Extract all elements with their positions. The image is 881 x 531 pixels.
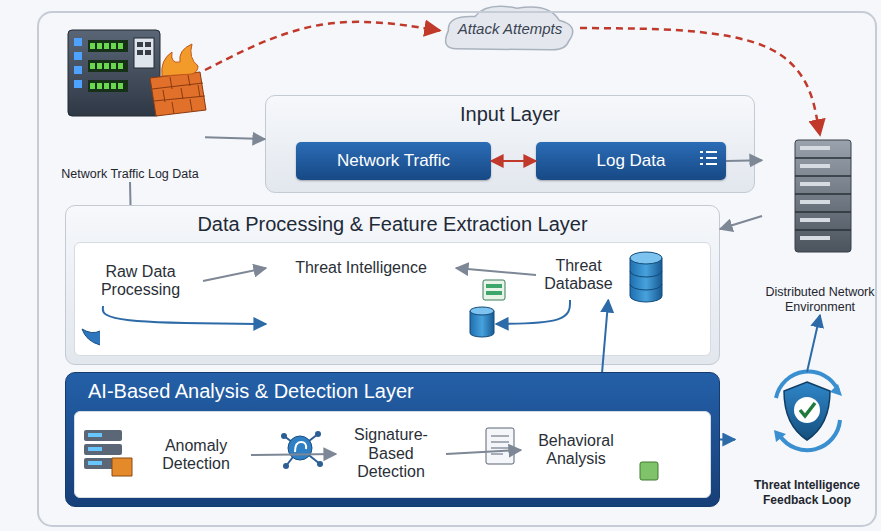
process-box: Network Traffic [296,142,491,180]
connector-arrow [720,216,762,229]
network-rack-icon [68,30,160,116]
database-icon [630,252,662,302]
shield-icon [774,371,842,450]
process-label: Raw Data Processing [78,256,203,306]
server-stack-icon [795,140,851,252]
node-text: Data Processing & Feature Extraction Lay… [66,206,719,236]
small-database-icon [470,307,494,337]
node-text: Input Layer [266,96,754,126]
process-box: Log Data [536,142,726,180]
connector-arrow [491,160,536,162]
node-text: Anomaly Detection [141,437,251,474]
connector-arrow [205,22,440,70]
node-text: Signature-Based Detection [336,426,446,481]
node-text: Log Data [597,151,666,171]
node-text: Threat Intelligence Feedback Loop [735,478,879,507]
node-text: AI-Based Analysis & Detection Layer [66,373,719,403]
detection-step: Anomaly Detection [141,433,251,477]
node-text: Raw Data Processing [78,263,203,300]
node-text: Behavioral Analysis [521,432,631,469]
outer-frame [38,12,876,526]
connector-arrow [807,315,820,372]
document-icon [483,280,505,300]
layer-band: AI-Based Analysis & Detection LayerAnoma… [65,372,720,507]
layer-band: Input LayerNetwork Traffic Log Data [265,95,755,193]
connector-arrow [129,182,132,205]
connector-arrow [720,439,735,441]
node-text: Network Traffic Log Data [61,167,198,182]
database-label: Threat Database [536,250,621,300]
node-text: Network Traffic [337,151,450,171]
connector-arrow [251,454,336,455]
node-text: Threat Database [536,257,621,294]
layer-band: Data Processing & Feature Extraction Lay… [65,205,720,365]
attack-cloud: Attack Attempts [440,2,580,54]
node-text: Attack Attempts [458,20,562,37]
node-text: Threat Intelligence [295,259,427,277]
detection-step: Behavioral Analysis [521,428,631,472]
detection-step: Signature-Based Detection [336,423,446,485]
firewall-icon [150,44,206,116]
connector-arrow [205,137,265,139]
node-text: Raw Data Processing [299,314,462,334]
node-text: Distributed Network Environment [762,285,878,315]
